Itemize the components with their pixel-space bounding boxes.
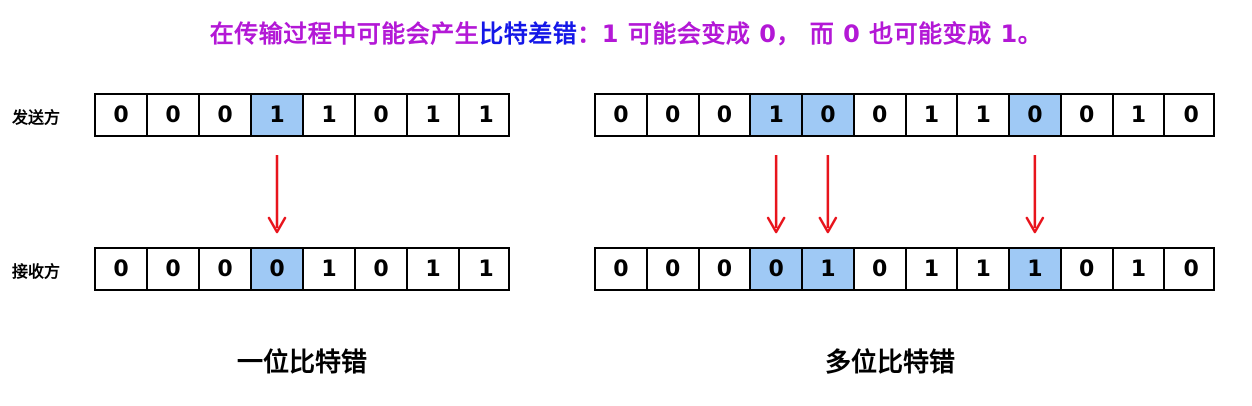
- single-sent-bit: 1: [304, 95, 356, 135]
- multi-sent-bit: 0: [596, 95, 648, 135]
- multi-received-bit: 0: [648, 249, 700, 289]
- multi-received-bit: 0: [1183, 256, 1199, 282]
- single-sent-bit: 0: [148, 95, 200, 135]
- multi-received-bit: 0: [751, 249, 803, 289]
- multi-bit-caption: 多位比特错: [824, 348, 955, 378]
- headline-suffix: ：1 可能会变成 0， 而 0 也可能变成 1。: [577, 20, 1043, 48]
- multi-sent-bit: 1: [751, 95, 803, 135]
- single-bit-caption: 一位比特错: [236, 348, 367, 378]
- multi-sent-bit: 1: [1114, 95, 1166, 135]
- single-error-arrow-head: [267, 216, 287, 234]
- headline-highlight: 比特差错: [479, 20, 578, 48]
- single-received-bit: 0: [252, 249, 304, 289]
- multi-received-bit: 0: [596, 249, 648, 289]
- single-received-bit: 0: [200, 249, 252, 289]
- multi-sent-bit: 0: [1183, 102, 1199, 128]
- receiver-label: 接收方: [12, 262, 61, 281]
- multi-received-bit: 0: [700, 249, 752, 289]
- multi-received-bit: 1: [1010, 249, 1062, 289]
- multi-sent-bit: 0: [1010, 95, 1062, 135]
- single-sent-bit: 0: [96, 95, 148, 135]
- single-sent-bit: 1: [252, 95, 304, 135]
- headline: 在传输过程中可能会产生比特差错：1 可能会变成 0， 而 0 也可能变成 1。: [0, 14, 1252, 49]
- single-received-bit: 1: [478, 256, 494, 282]
- single-received-bit: 0: [148, 249, 200, 289]
- single-received-bit: 1: [304, 249, 356, 289]
- multi-error-arrow-head: [818, 216, 838, 234]
- multi-sent-bit: 1: [907, 95, 959, 135]
- multi-sent-bit: 0: [855, 95, 907, 135]
- multi-received-bit: 1: [958, 249, 1010, 289]
- sender-label: 发送方: [12, 108, 61, 127]
- multi-sent-bit: 0: [700, 95, 752, 135]
- multi-sent-bit: 0: [803, 95, 855, 135]
- multi-sent-bit: 0: [648, 95, 700, 135]
- multi-received-bit: 1: [1114, 249, 1166, 289]
- multi-sent-bit: 1: [958, 95, 1010, 135]
- single-sent-bit: 0: [356, 95, 408, 135]
- multi-sent-bit: 0: [1062, 95, 1114, 135]
- multi-received-bit: 0: [855, 249, 907, 289]
- headline-prefix: 在传输过程中可能会产生: [209, 20, 480, 48]
- single-sent-bit: 0: [200, 95, 252, 135]
- single-received-bit: 0: [96, 249, 148, 289]
- single-received-bit: 0: [356, 249, 408, 289]
- multi-received-bit: 0: [1062, 249, 1114, 289]
- multi-received-bit: 1: [907, 249, 959, 289]
- multi-error-arrow-head: [766, 216, 786, 234]
- multi-received-bit: 1: [803, 249, 855, 289]
- multi-error-arrow-head: [1025, 216, 1045, 234]
- single-received-bit: 1: [408, 249, 460, 289]
- single-sent-bit: 1: [408, 95, 460, 135]
- single-sent-bit: 1: [478, 102, 494, 128]
